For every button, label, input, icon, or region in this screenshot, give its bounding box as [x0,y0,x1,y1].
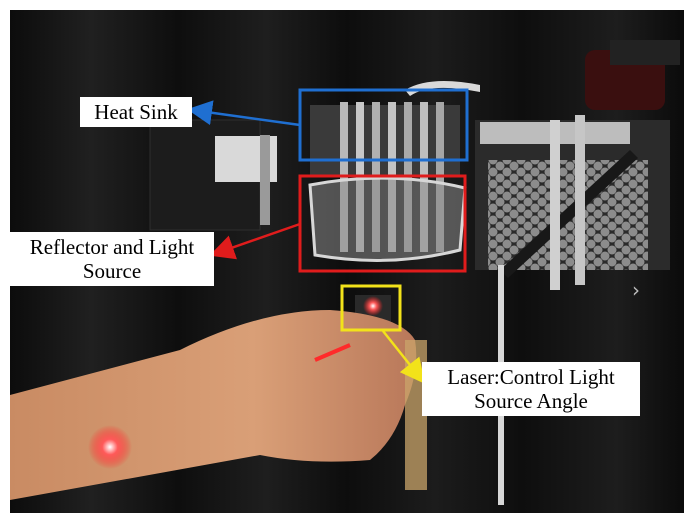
laser-beam [314,343,351,362]
reflector [308,176,467,262]
heat-sink-arrow [187,100,301,127]
reflector-label-line1: Reflector and Light [29,235,195,259]
laser-arrow [382,330,426,384]
laser-label-line1: Laser:Control Light [447,365,615,389]
chevron-right-icon[interactable]: › [632,278,640,302]
heat-sink-label-text: Heat Sink [94,100,178,124]
reflector-arrow [209,222,301,260]
reflector-label-line2: Source [82,259,142,283]
photo-frame: › [10,10,684,513]
laser-highlight-box [340,284,402,332]
reflector-highlight-box [298,174,467,273]
laser-label: Laser:Control Light Source Angle [422,362,640,416]
cable-tie [550,120,560,290]
heat-sink-highlight-box [298,88,469,162]
photo-scene [10,10,684,513]
cable-tie-2 [575,115,585,285]
clamp [260,135,270,225]
laser-emitter [363,296,383,316]
mount-rod [500,150,638,278]
laser-spot-on-arm [88,425,132,469]
heat-sink-label: Heat Sink [80,97,192,127]
cable-loop [405,81,480,96]
laser-label-line2: Source Angle [474,389,588,413]
fan-cover [610,40,680,65]
reflector-label: Reflector and Light Source [10,232,214,286]
